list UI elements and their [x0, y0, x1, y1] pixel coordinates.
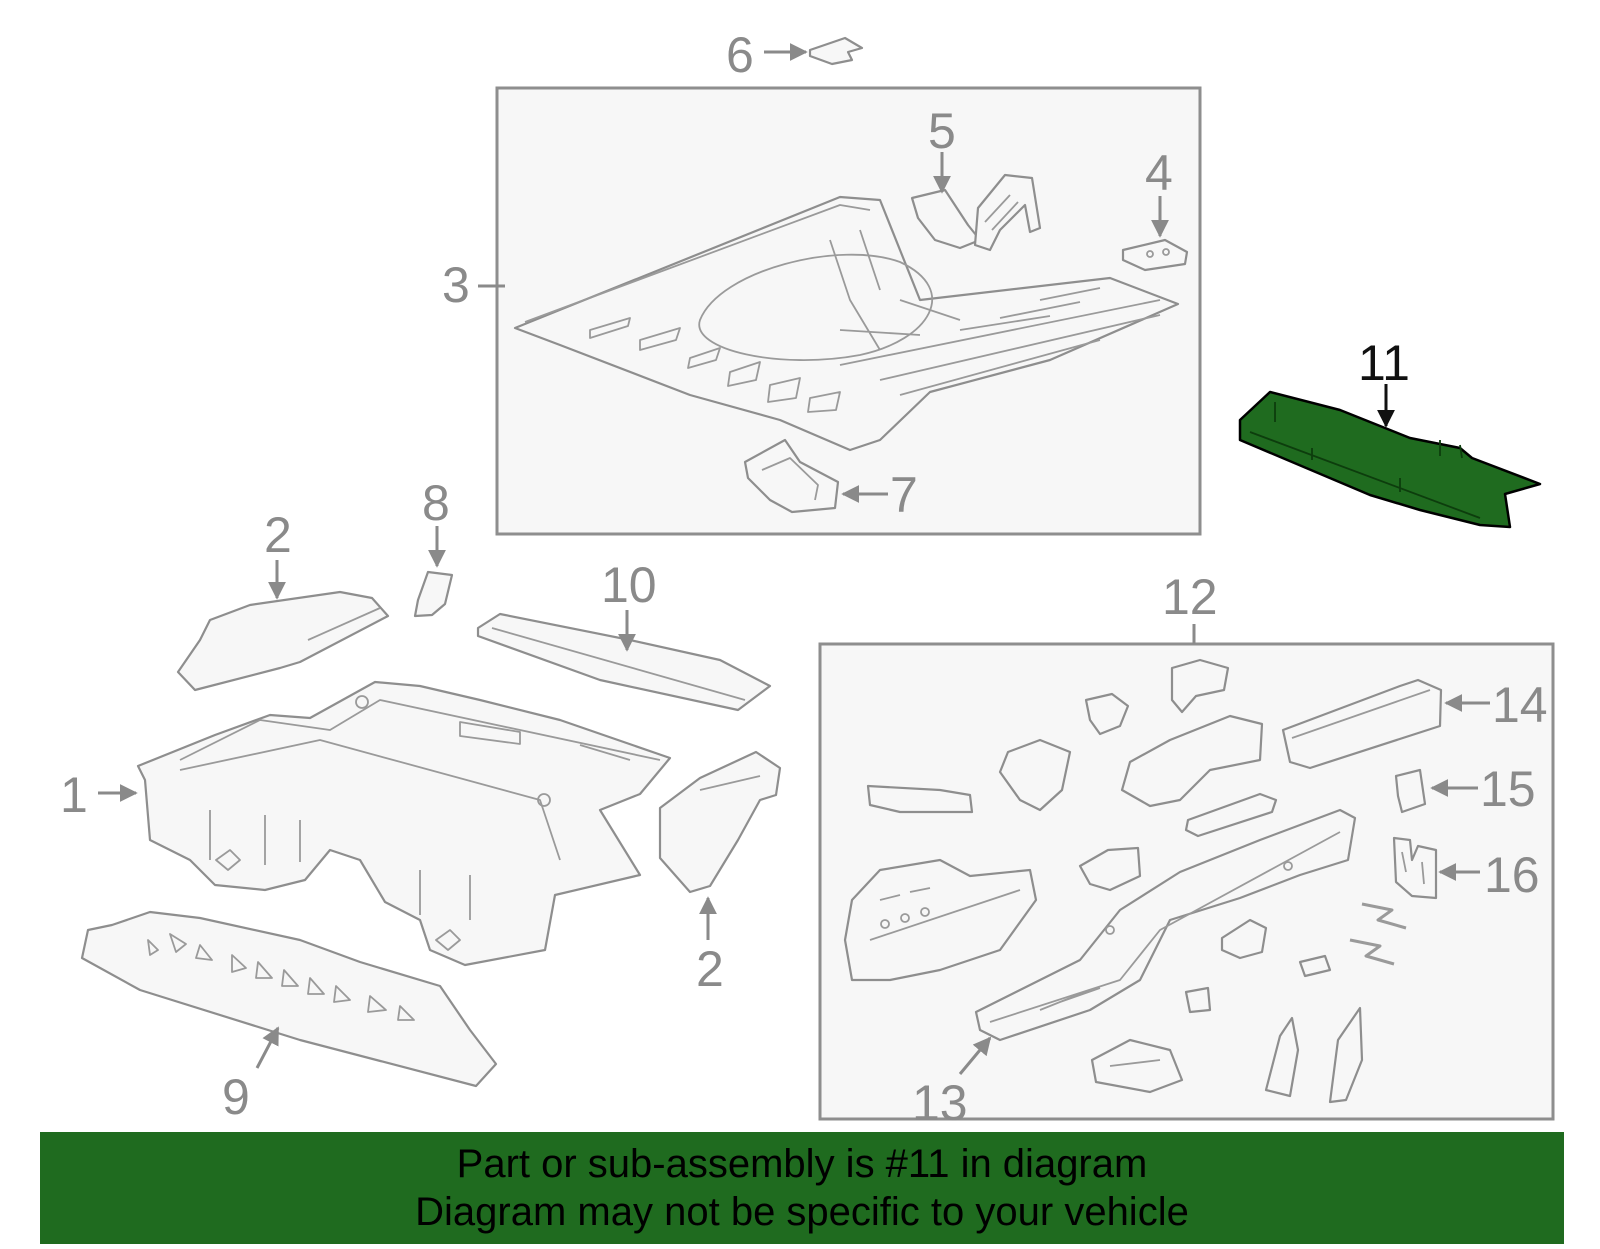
part-10[interactable]	[476, 612, 772, 712]
callout-16: 16	[1484, 847, 1540, 903]
callout-7: 7	[890, 467, 918, 523]
part-2-upper[interactable]	[176, 590, 390, 692]
part-3-rear-floor-pan[interactable]	[513, 195, 1180, 452]
callout-14: 14	[1492, 677, 1548, 733]
arrow-9	[255, 1026, 280, 1069]
callout-13: 13	[912, 1075, 968, 1131]
callout-2-lower: 2	[696, 941, 724, 997]
part-4[interactable]	[1121, 238, 1189, 272]
arrow-13	[958, 1036, 992, 1075]
part-8[interactable]	[413, 570, 454, 618]
part-16[interactable]	[1392, 836, 1438, 900]
part-13-rail[interactable]	[974, 808, 1357, 1042]
callout-10: 10	[601, 557, 657, 613]
callout-6: 6	[726, 27, 754, 83]
part-15[interactable]	[1394, 768, 1427, 814]
callout-4: 4	[1145, 145, 1173, 201]
callout-5: 5	[928, 103, 956, 159]
info-banner: Part or sub-assembly is #11 in diagram D…	[40, 1132, 1564, 1244]
callout-1: 1	[60, 767, 88, 823]
part-5[interactable]	[910, 173, 1042, 252]
part-14[interactable]	[1281, 678, 1443, 770]
part-9[interactable]	[80, 910, 498, 1088]
part-7[interactable]	[743, 438, 840, 514]
callout-15: 15	[1480, 761, 1536, 817]
callout-12: 12	[1162, 569, 1218, 625]
banner-background	[40, 1132, 1564, 1244]
callout-3: 3	[442, 257, 470, 313]
callout-9: 9	[222, 1069, 250, 1125]
callout-2-upper: 2	[264, 507, 292, 563]
part-1-floor-panel[interactable]	[136, 680, 672, 967]
box12-misc-parts[interactable]	[843, 658, 1407, 1104]
part-6[interactable]	[808, 36, 864, 66]
part-11-highlighted[interactable]	[1238, 390, 1542, 529]
banner-line-1: Part or sub-assembly is #11 in diagram	[456, 1142, 1148, 1186]
callout-11: 11	[1358, 335, 1410, 391]
callout-8: 8	[422, 475, 450, 531]
banner-line-2: Diagram may not be specific to your vehi…	[415, 1190, 1189, 1234]
part-2-lower[interactable]	[658, 750, 782, 894]
